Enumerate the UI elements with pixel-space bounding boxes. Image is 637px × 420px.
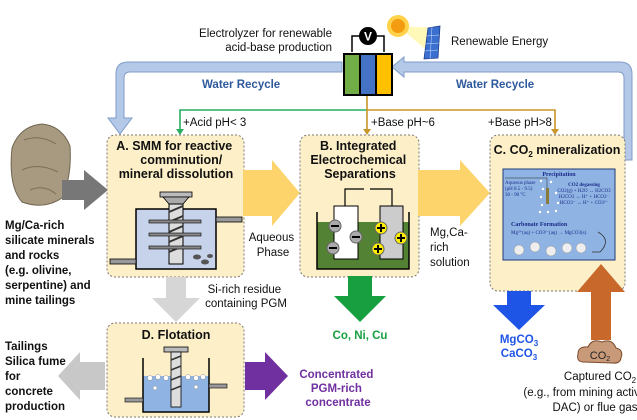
water-recycle-right-arrow bbox=[391, 55, 633, 161]
box-c-title: C. CO2 mineralization bbox=[494, 143, 621, 159]
precipitation-panel: Precipitation Aqueous phase(pH 8.5 - 9.5… bbox=[502, 168, 616, 261]
voltmeter-icon bbox=[359, 27, 377, 45]
si-residue-label: Si-rich residue containing PGM bbox=[205, 284, 287, 310]
metals-arrow bbox=[334, 276, 386, 322]
captured-co2-sources: (e.g., from mining activities, DAC) or f… bbox=[523, 387, 637, 414]
water-recycle-left-arrow bbox=[107, 61, 343, 135]
feed-label: Mg/Ca-rich silicate minerals and rocks (… bbox=[5, 220, 98, 307]
si-residue-arrow bbox=[152, 277, 200, 322]
pgm-concentrate-label: Concentrated PGM-rich concentrate bbox=[299, 369, 376, 409]
water-recycle-right-label: Water Recycle bbox=[456, 79, 534, 91]
acid-stream-line bbox=[179, 109, 367, 132]
renewable-energy-label: Renewable Energy bbox=[451, 36, 548, 48]
mgca-solution-arrow bbox=[418, 160, 490, 226]
tailings-label: Tailings Silica fume for concrete produc… bbox=[5, 341, 69, 413]
box-a-title: A. SMM for reactive comminution/ mineral… bbox=[116, 139, 236, 181]
pgm-concentrate-arrow bbox=[245, 352, 288, 400]
svg-text:Precipitation: Precipitation bbox=[542, 172, 576, 178]
box-b-title: B. Integrated Electrochemical Separation… bbox=[310, 139, 409, 181]
svg-text:CO2 degassing: CO2 degassing bbox=[568, 183, 600, 188]
electrolyzer-label-1: Electrolyzer for renewable bbox=[199, 28, 332, 40]
metals-label: Co, Ni, Cu bbox=[333, 330, 388, 342]
base-ph6-label: +Base pH~6 bbox=[371, 117, 435, 129]
mill-icon bbox=[109, 191, 243, 270]
rock-image bbox=[10, 123, 71, 206]
feed-arrow bbox=[62, 170, 108, 210]
voltmeter-label: V bbox=[364, 30, 372, 44]
tailings-arrow bbox=[58, 352, 105, 400]
aqueous-phase-arrow bbox=[243, 160, 300, 226]
carbonates-label-2: CaCO3 bbox=[501, 348, 538, 362]
carbonates-arrow bbox=[493, 291, 545, 330]
aqueous-phase-label: Aqueous Phase bbox=[249, 232, 298, 259]
electrolyzer-label-2: acid-base production bbox=[225, 42, 332, 54]
svg-text:Aqueous phase(pH 8.5 - 9.5)30: Aqueous phase(pH 8.5 - 9.5)30 - 90 °C bbox=[505, 181, 536, 198]
electrochemical-cell-icon bbox=[316, 188, 410, 270]
water-recycle-left-label: Water Recycle bbox=[202, 79, 280, 91]
base-stream-line bbox=[366, 96, 556, 132]
flotation-cell-icon bbox=[124, 346, 228, 413]
svg-text:Mg²⁺(aq) + CO3²⁻(aq) → MgCO3(s: Mg²⁺(aq) + CO3²⁻(aq) → MgCO3(s) bbox=[511, 230, 587, 236]
co2-input-arrow bbox=[577, 264, 625, 340]
box-d-title: D. Flotation bbox=[142, 328, 211, 342]
captured-co2-label: Captured CO2 bbox=[564, 371, 637, 385]
carbonates-label: MgCO3 bbox=[500, 334, 539, 348]
electrolyzer: V bbox=[343, 27, 393, 96]
mgca-solution-label: Mg,Ca- rich solution bbox=[430, 227, 471, 269]
acid-label: +Acid pH< 3 bbox=[183, 117, 246, 129]
solar-panel-icon bbox=[423, 25, 441, 60]
co2-cloud-icon: CO2 bbox=[577, 340, 623, 364]
co2-cloud-label: CO2 bbox=[590, 350, 611, 363]
base-ph8-label: +Base pH>8 bbox=[488, 117, 552, 129]
svg-text:Carbonate Formation: Carbonate Formation bbox=[511, 222, 568, 228]
